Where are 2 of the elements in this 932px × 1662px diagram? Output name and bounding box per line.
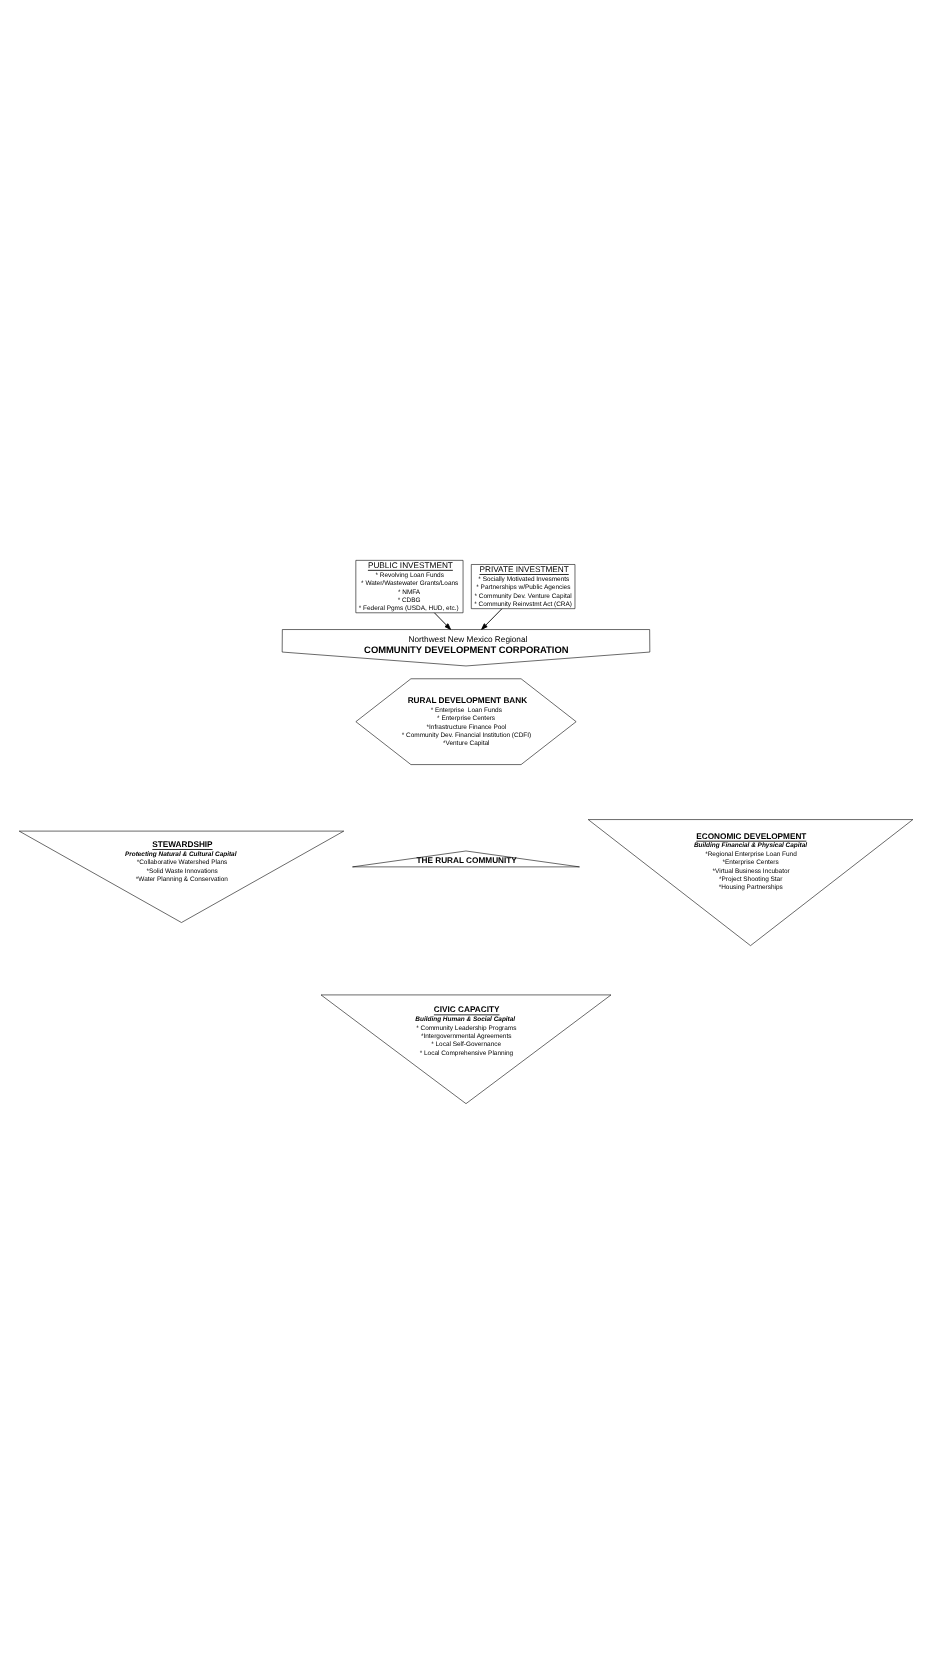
arrow (434, 611, 452, 629)
arrow (481, 607, 503, 629)
